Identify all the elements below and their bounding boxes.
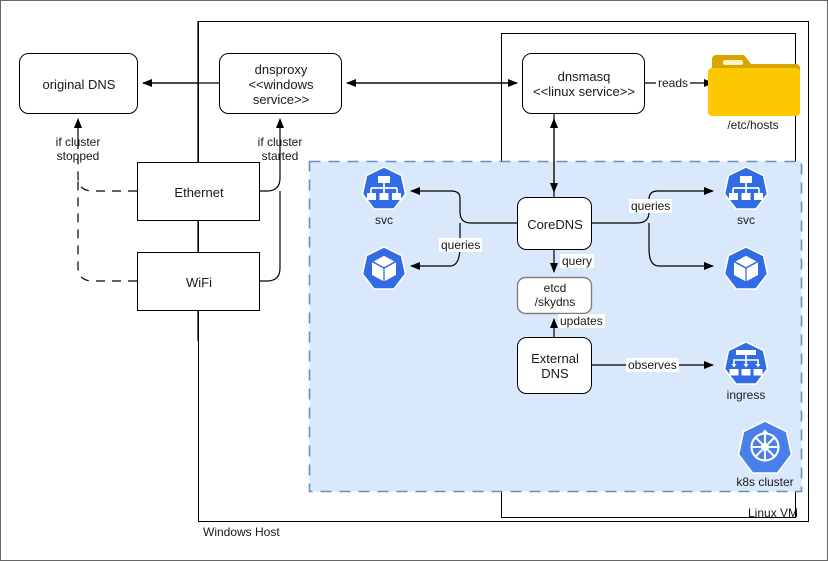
container-label-linux-vm: Linux VM [748, 506, 799, 520]
edge-coredns-queries-svc-left [410, 187, 517, 224]
edge-dashed-ethernet-to-original-dns [77, 149, 137, 192]
node-label-etcd: etcd /skydns [534, 281, 576, 309]
folder-icon [708, 55, 800, 116]
edge-label-queries-right: queries [629, 199, 673, 213]
edge-label-updates: updates [558, 314, 605, 328]
node-wifi [137, 252, 260, 311]
edge-coredns-queries-pod-right [648, 223, 714, 270]
node-etcd [516, 276, 593, 315]
icon-caption-etc-hosts: /etc/hosts [727, 118, 779, 132]
edge-dashed-wifi-to-original-dns [77, 177, 137, 282]
k8s-ingress-icon [723, 341, 769, 385]
node-label-external-dns: External DNS [531, 351, 579, 381]
node-label-dnsproxy: dnsproxy <<windows service>> [248, 61, 314, 107]
node-label-original-dns: original DNS [42, 76, 116, 92]
edge-ethernet-to-dnsproxy [259, 149, 281, 192]
node-dnsproxy [219, 53, 342, 114]
edge-label-query: query [560, 254, 595, 268]
node-label-wifi: WiFi [186, 274, 212, 290]
k8s-helm-icon [737, 420, 793, 474]
node-original-dns [19, 53, 138, 114]
k8s-svc-icon [723, 166, 769, 210]
edge-wifi-to-dnsproxy [259, 191, 281, 282]
container-label-windows-host: Windows Host [203, 525, 280, 539]
icon-caption-k8s-cluster: k8s cluster [736, 475, 794, 489]
node-dnsmasq [522, 53, 645, 114]
icon-caption-svc-left: svc [375, 213, 393, 227]
icon-caption-svc-right: svc [737, 213, 755, 227]
k8s-pod-icon [723, 246, 769, 290]
node-ethernet [137, 162, 260, 221]
icon-caption-ingress: ingress [726, 388, 766, 402]
edge-label-observes: observes [626, 358, 679, 372]
k8s-pod-icon [361, 246, 407, 290]
edge-label-queries-left: queries [439, 238, 483, 252]
k8s-svc-icon [361, 166, 407, 210]
edge-label-reads: reads [656, 76, 691, 90]
node-label-ethernet: Ethernet [174, 184, 224, 200]
node-label-coredns: CoreDNS [527, 216, 583, 232]
node-label-dnsmasq: dnsmasq <<linux service>> [533, 69, 635, 99]
